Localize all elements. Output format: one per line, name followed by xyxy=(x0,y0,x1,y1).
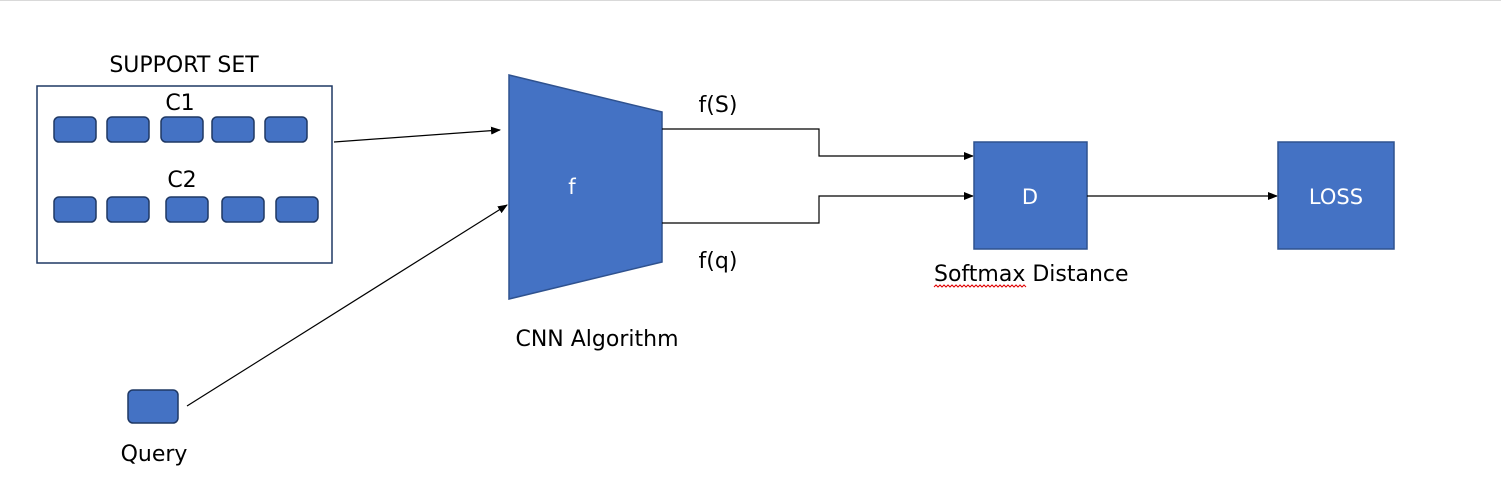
distance-caption: Softmax Distance xyxy=(934,262,1129,287)
query-label: Query xyxy=(121,442,188,467)
support-set-title: SUPPORT SET xyxy=(109,53,259,78)
encoder-symbol: f xyxy=(568,175,576,199)
encoder-caption: CNN Algorithm xyxy=(515,327,678,352)
class-1-items xyxy=(53,116,308,143)
class-2-item xyxy=(53,196,97,223)
query-embedding-label: f(q) xyxy=(699,249,738,274)
support-embedding-label: f(S) xyxy=(699,93,738,118)
top-border-line xyxy=(0,0,1501,1)
query-to-encoder-arrow xyxy=(186,204,508,407)
query-item xyxy=(127,389,179,424)
class-1-item xyxy=(160,116,204,143)
spellcheck-squiggle xyxy=(933,284,1027,288)
support-embedding-connector xyxy=(662,128,974,160)
support-set-box xyxy=(36,85,333,264)
class-1-item xyxy=(211,116,255,143)
class-1-item xyxy=(264,116,308,143)
class-2-label: C2 xyxy=(167,168,196,193)
class-2-items xyxy=(53,196,319,223)
class-1-label: C1 xyxy=(165,91,194,116)
loss-block xyxy=(1277,141,1395,250)
query-embedding-connector xyxy=(662,192,974,224)
class-2-item xyxy=(221,196,265,223)
class-2-item xyxy=(165,196,209,223)
distance-caption-word-1: Softmax xyxy=(934,262,1025,287)
distance-caption-word-2: Distance xyxy=(1032,262,1128,287)
cnn-encoder-block xyxy=(508,74,663,300)
class-1-item xyxy=(106,116,150,143)
loss-label: LOSS xyxy=(1309,185,1363,209)
support-to-encoder-arrow xyxy=(333,126,501,143)
distance-block xyxy=(973,141,1088,250)
class-2-item xyxy=(275,196,319,223)
class-1-item xyxy=(53,116,97,143)
distance-symbol: D xyxy=(1022,185,1038,209)
class-2-item xyxy=(106,196,150,223)
